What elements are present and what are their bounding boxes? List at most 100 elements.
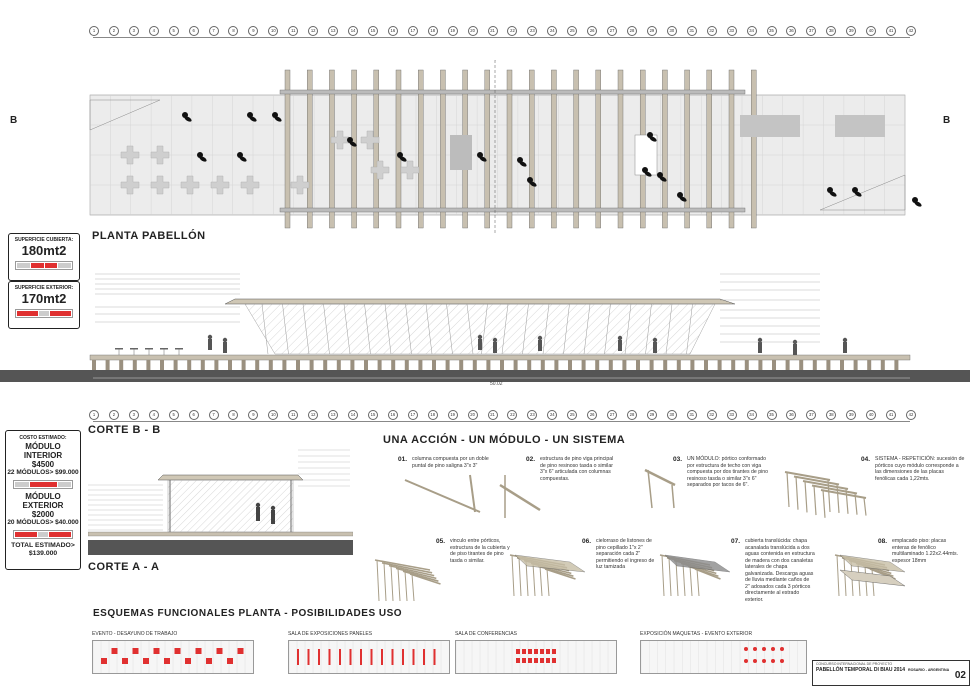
portico-beam [728,69,735,229]
section-aa-title: CORTE A - A [88,561,160,573]
module-step-text: cubierta translúcida: chapa acanalada tr… [745,538,815,603]
grid-column-bubble: 28 [627,26,638,36]
module-step-drawing [509,554,586,597]
grid-column-bubble: 16 [387,410,398,420]
portico-beam [373,69,379,229]
grid-column-bubble: 33 [726,410,737,420]
grid-column-bubble: 30 [666,26,677,36]
grid-column-bubble: 12 [308,410,319,420]
grid-column-bubble: 29 [646,410,657,420]
grid-column-bubble: 40 [866,26,877,36]
table-cross [360,130,380,150]
module-step-drawing [644,468,676,509]
grid-column-bubble: 15 [367,26,378,36]
grid-column-bubble: 25 [567,26,578,36]
grid-column-bubble: 5 [168,26,179,36]
system-heading: UNA ACCIÓN - UN MÓDULO - UN SISTEMA [383,434,626,446]
title-block: CONCURSO INTERNACIONAL DE PROYECTO PABEL… [812,660,970,686]
table-cross [210,175,230,195]
deck [89,354,911,361]
grid-column-bubble: 2 [108,410,119,420]
section-aa-drawing [87,440,354,555]
grid-column-bubble: 21 [487,410,498,420]
portico-beam [595,69,601,229]
person-silhouette [842,337,848,353]
portico-beam [306,69,313,229]
cost-exterior-title: MÓDULO EXTERIOR [22,491,64,510]
cost-total: TOTAL ESTIMADO> $139.000 [11,541,75,557]
person-figure [197,152,207,162]
module-step-text: vinculo entre pórticos, estructura de la… [450,538,510,564]
table-cross [180,175,200,195]
grid-column-bubble: 9 [248,26,259,36]
function-label: SALA DE EXPOSICIONES PANELES [288,631,373,637]
grid-column-bubble: 9 [248,410,259,420]
table-cross [330,130,350,150]
portico-beam [706,69,712,229]
ground [0,370,970,382]
function-label: EVENTO - DESAYUNO DE TRABAJO [92,631,178,637]
grid-column-bubble: 6 [188,26,199,36]
module-step-drawing [784,471,867,518]
module-step-text: emplacado piso: placas enteras de fenóli… [892,538,959,564]
person-figure [527,177,537,187]
grid-column-bubble: 24 [547,410,558,420]
function-plan-strip [640,640,807,674]
pavilion-plan: DCBA [38,55,940,270]
grid-column-bubble: 32 [706,26,717,36]
grid-column-bubble: 1 [89,410,99,420]
grid-column-bubble: 14 [348,26,359,36]
grid-column-bubble: 42 [906,26,916,36]
table-cross [150,145,170,165]
functional-heading: ESQUEMAS FUNCIONALES PLANTA - POSIBILIDA… [93,608,403,619]
grid-column-bubble: 41 [886,410,897,420]
cost-interior-thumb [13,479,73,489]
person-figure [647,132,657,142]
surface-cubierta-card: SUPERFICIE CUBIERTA: 180mt2 [8,233,80,281]
grid-column-bubble: 26 [587,26,598,36]
module-step-text: columna compuesta por un doble puntal de… [412,456,489,469]
grid-column-bubble: 3 [128,410,139,420]
cost-card: COSTO ESTIMADO: MÓDULO INTERIOR $4500 22… [5,430,81,570]
module-step-number: 04. [861,456,871,463]
grid-column-bubble: 38 [826,26,837,36]
portico-beam [484,69,490,229]
grid-column-bubble: 14 [348,410,359,420]
table-cross [150,175,170,195]
grid-column-bubble: 35 [766,410,777,420]
portico-beam [440,69,446,229]
grid-column-bubble: 10 [268,410,279,420]
grid-column-bubble: 17 [407,410,418,420]
surface-cubierta-value: 180mt2 [21,243,67,258]
cost-exterior-thumb [13,529,73,539]
module-step-number: 02. [526,456,536,463]
table-cross [290,175,310,195]
person-figure [347,137,357,147]
section-bb-title: CORTE B - B [88,424,161,436]
module-step-number: 01. [398,456,408,463]
grid-column-bubble: 41 [886,26,897,36]
surface-cubierta-thumb [15,261,73,270]
person-silhouette [652,337,658,353]
grid-column-bubble: 3 [128,26,139,36]
grid-column-bubble: 31 [686,26,697,36]
grid-column-bubble: 13 [328,410,339,420]
grid-column-bubble: 7 [208,410,219,420]
person-figure [852,187,862,197]
grid-column-bubble: 37 [806,26,817,36]
grid-column-bubble: 39 [846,26,857,36]
cost-exterior-price: $2000 [31,510,55,520]
table-cross [370,160,390,180]
function-plan-strip [288,640,450,674]
function-plan-strip [92,640,254,674]
module-step-text: cielorraso de listones de pino cepillado… [596,538,655,570]
module-step-number: 06. [582,538,592,545]
table-cross [240,175,260,195]
grid-column-bubble: 17 [407,26,418,36]
function-plan-strip [455,640,617,674]
person-silhouette [492,337,498,353]
person-figure [247,112,257,122]
person-figure [657,172,667,182]
